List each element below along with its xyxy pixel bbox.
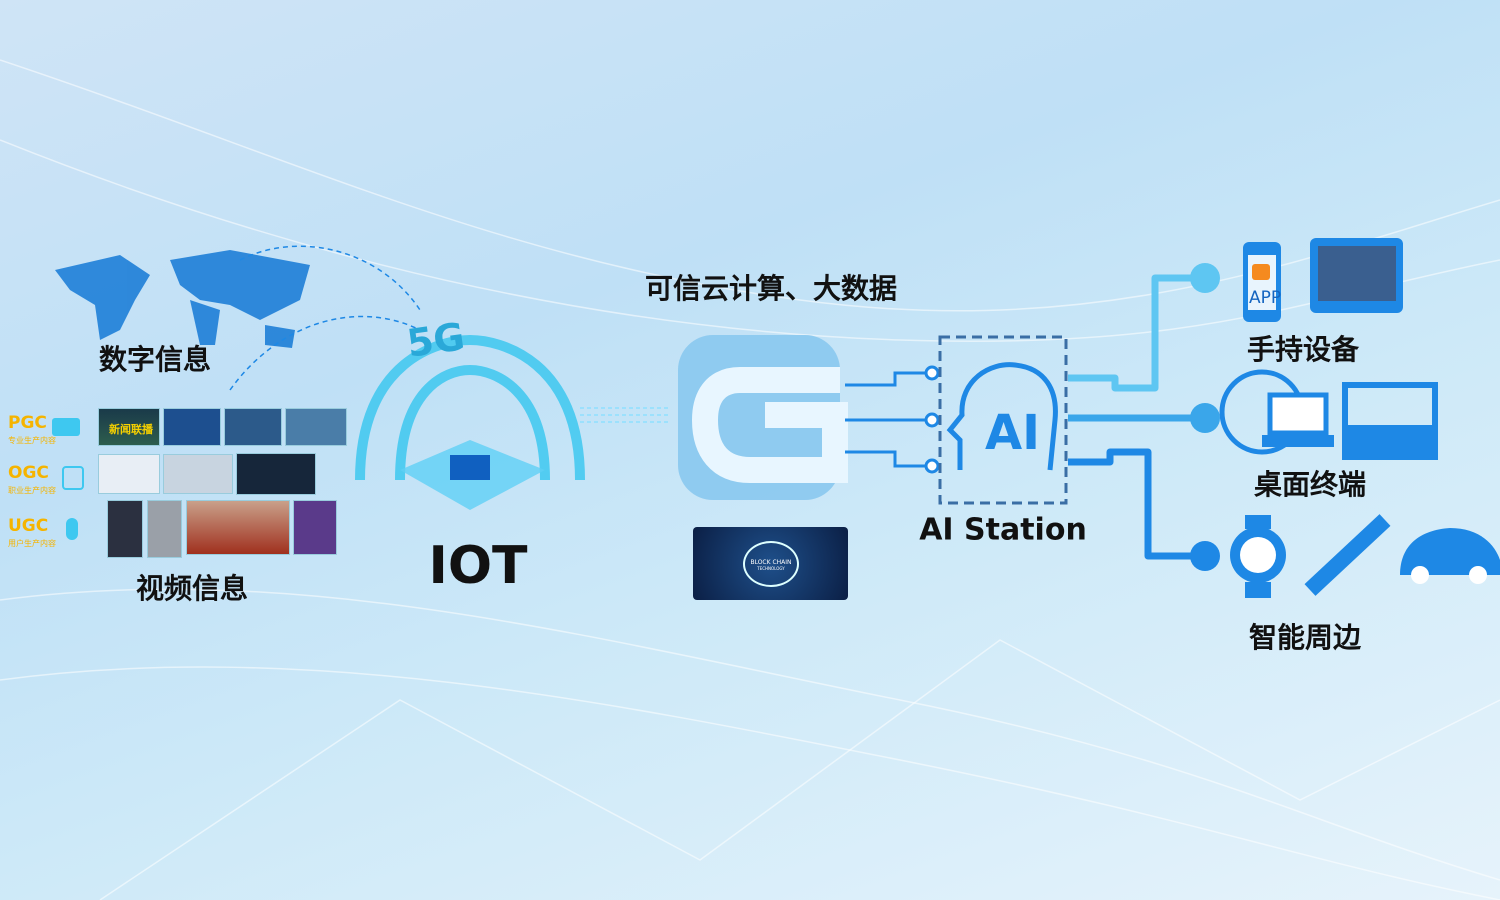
video-thumbnail — [224, 408, 282, 446]
digital-info-label: 数字信息 — [98, 343, 212, 376]
cloud-bigdata-label: 可信云计算、大数据 — [644, 272, 898, 305]
connector-node-peripheral — [1190, 541, 1220, 571]
app-label: APP — [1249, 288, 1282, 308]
video-thumbnail — [163, 454, 233, 494]
iot-label: IOT — [428, 536, 528, 596]
video-thumbnail: 新闻联播 — [98, 408, 160, 446]
5g-label: 5G — [404, 314, 468, 366]
connector-node-handheld — [1190, 263, 1220, 293]
desktop-terminal-label: 桌面终端 — [1253, 468, 1367, 501]
car-icon — [1400, 528, 1500, 575]
video-thumbnail — [147, 500, 182, 558]
microphone-icon — [66, 518, 78, 540]
video-camera-icon — [52, 418, 80, 436]
app-icon — [62, 466, 84, 490]
ai-station-label: AI Station — [919, 512, 1087, 548]
video-thumbnail — [293, 500, 337, 555]
ai-station-frame — [938, 335, 1068, 505]
vr-glasses-icon — [1304, 514, 1391, 596]
smart-peripheral-label: 智能周边 — [1248, 621, 1362, 654]
g-logo — [678, 335, 848, 500]
video-thumbnail — [163, 408, 221, 446]
5g-tower-illustration — [355, 334, 585, 481]
video-thumbnail — [98, 454, 160, 494]
world-map — [55, 250, 310, 348]
video-info-label: 视频信息 — [135, 572, 249, 605]
video-thumbnail — [186, 500, 290, 555]
ai-head-icon — [946, 362, 1058, 471]
video-thumbnail — [285, 408, 347, 446]
video-thumbnail — [107, 500, 143, 558]
handheld-label: 手持设备 — [1246, 333, 1360, 366]
video-thumbnail — [236, 453, 316, 495]
connector-node-desktop — [1190, 403, 1220, 433]
ai-label: AI — [985, 405, 1041, 461]
laptop-icon — [1267, 392, 1329, 436]
